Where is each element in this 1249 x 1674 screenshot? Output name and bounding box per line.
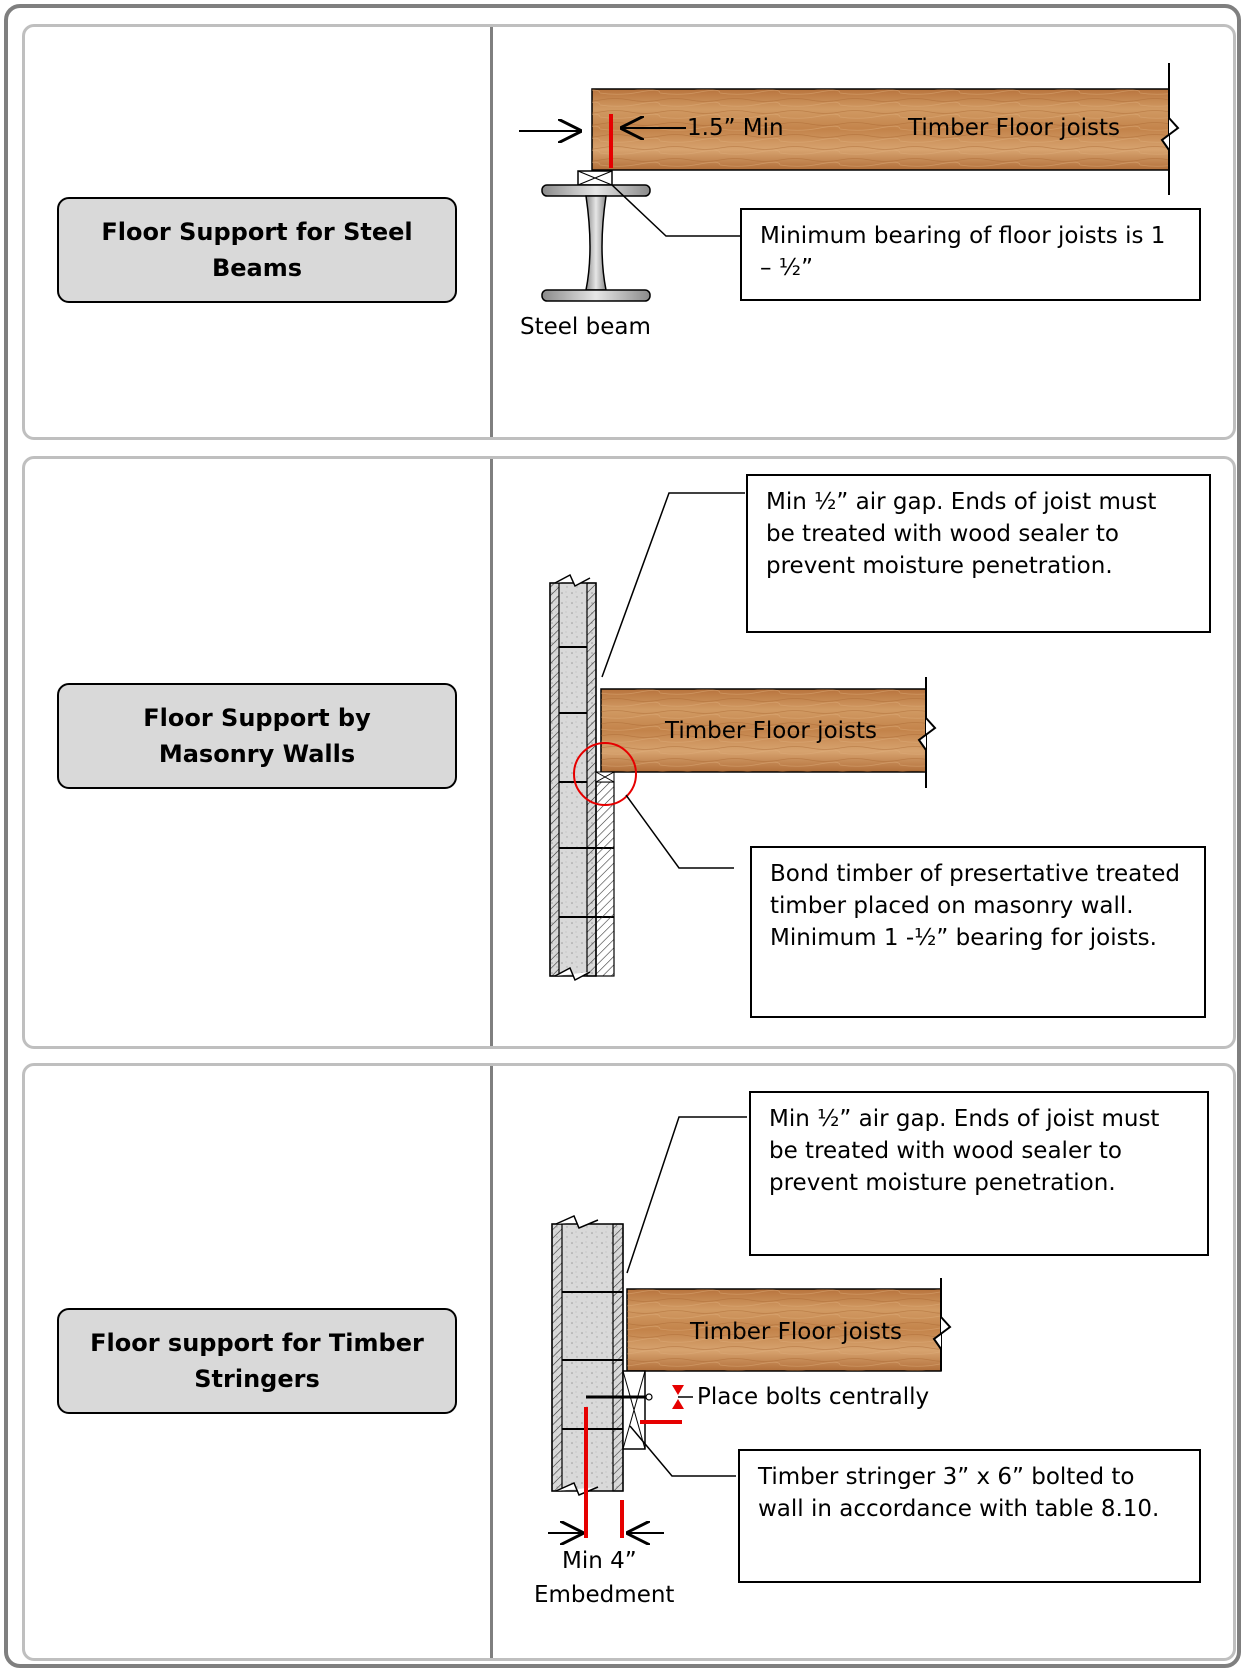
joist-drawing: [626, 1278, 952, 1372]
embedment-label: Min 4”: [562, 1548, 637, 1574]
stringer-drawing: [584, 1370, 693, 1538]
beam-label: Steel beam: [520, 314, 651, 340]
joist-drawing: [573, 677, 937, 806]
panel-divider: [490, 1066, 493, 1658]
section-label: Floor support for Timber Stringers: [57, 1308, 457, 1414]
embedment-label: Embedment: [534, 1582, 675, 1608]
bearing-dimension: [519, 114, 686, 168]
masonry-wall-drawing: [549, 573, 615, 982]
joist-label: Timber Floor joists: [665, 718, 878, 744]
joist-drawing: [591, 63, 1180, 195]
page-frame: [4, 4, 1241, 1668]
dimension-label: 1.5” Min: [687, 115, 784, 141]
note-box-bottom: Timber stringer 3” x 6” bolted to wall i…: [738, 1449, 1201, 1583]
panel-divider: [490, 459, 493, 1046]
panel-divider: [490, 27, 493, 437]
leader-line: [626, 1116, 747, 1477]
bolt-label: Place bolts centrally: [697, 1384, 930, 1410]
note-box-top: Min ½” air gap. Ends of joist must be tr…: [749, 1091, 1209, 1256]
section-label: Floor Support for Steel Beams: [57, 197, 457, 303]
leader-line: [611, 184, 741, 237]
note-box-bottom: Bond timber of presertative treated timb…: [750, 846, 1206, 1018]
joist-label: Timber Floor joists: [908, 115, 1121, 141]
section-label: Floor Support by Masonry Walls: [57, 683, 457, 789]
note-box-top: Min ½” air gap. Ends of joist must be tr…: [746, 474, 1211, 633]
joist-label: Timber Floor joists: [690, 1319, 903, 1345]
note-box: Minimum bearing of floor joists is 1 – ½…: [740, 208, 1201, 301]
steel-beam-drawing: [541, 170, 651, 302]
leader-line: [601, 492, 745, 869]
